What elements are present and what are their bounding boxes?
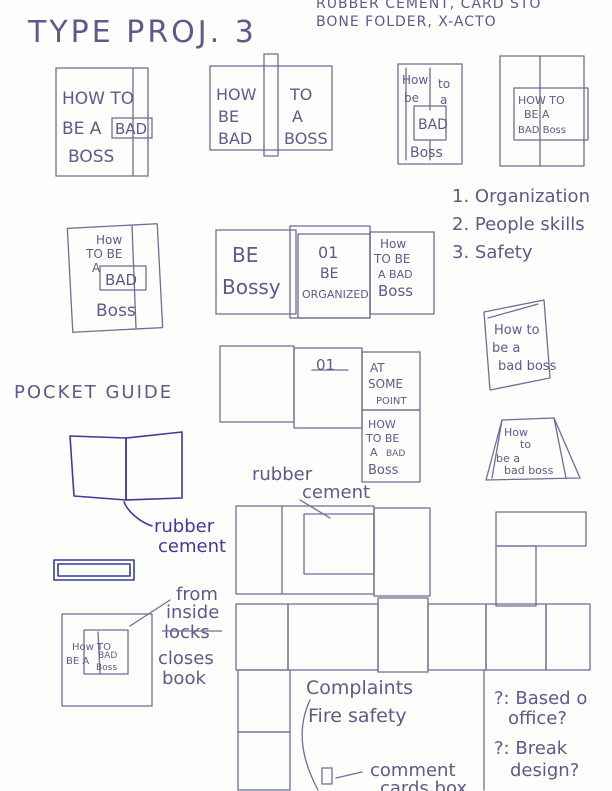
spread-p2a: 01	[318, 243, 338, 262]
pocket-h4: BAD	[386, 449, 405, 459]
cover-sketch-1: HOW TO BE A BAD BOSS	[55, 67, 153, 177]
cover2-right1: TO	[289, 85, 312, 104]
pocket-guide-book-sketch: rubber cement	[69, 431, 226, 557]
spread-p2b: BE	[320, 266, 338, 282]
pocket-h2: TO BE	[365, 432, 399, 445]
mini-book-line3: bad boss	[498, 359, 557, 374]
fire-safety-label: Fire safety	[308, 705, 407, 727]
cover3-r1: to	[438, 77, 450, 91]
pocket-at3: POINT	[376, 396, 407, 407]
pocket-at1: AT	[370, 361, 385, 375]
from-line3: locks	[164, 622, 210, 643]
from-line1: from	[176, 584, 218, 605]
cover2-left2: BE	[218, 107, 239, 126]
cover3-bad: BAD	[418, 117, 448, 133]
cover-sketch-5: How TO BE A BAD Boss	[66, 223, 164, 333]
pocket-num: 01	[316, 356, 335, 374]
complaints-label: Complaints	[306, 677, 413, 699]
cover4-line1: HOW TO	[518, 94, 565, 107]
pocket-h5: Boss	[368, 463, 399, 478]
cover1-line1: HOW TO	[62, 89, 134, 109]
cover1-line3: BOSS	[68, 147, 114, 167]
cover5-line3: A	[92, 261, 101, 275]
questions-note: ?: Based o office? ?: Break design?	[494, 688, 587, 781]
pocket-pages-sketch: 01 AT SOME POINT HOW TO BE A BAD Boss	[219, 345, 421, 483]
spread-p1b: Bossy	[222, 275, 281, 299]
from-line5: book	[162, 668, 206, 689]
list-item-2: 2. People skills	[452, 214, 585, 235]
rubber-cement-label-2b: cement	[302, 482, 370, 503]
spread-p3c: A BAD	[378, 268, 413, 281]
mini-book-line1: How to	[494, 323, 540, 338]
tent-line1: How	[504, 426, 528, 439]
tent-line3: be a	[496, 452, 520, 465]
spread-p1a: BE	[232, 243, 258, 267]
list-item-1: 1. Organization	[452, 186, 590, 207]
cover5-bad: BAD	[105, 271, 137, 289]
rubber-cement-label-1a: rubber	[154, 516, 215, 537]
spread-sketch: BE Bossy 01 BE ORGANIZED How TO BE A BAD…	[215, 225, 435, 319]
comment-label-2: cards box	[380, 778, 467, 791]
complaints-note: Complaints Fire safety comment cards box	[301, 677, 467, 791]
rubber-cement-label-2a: rubber	[252, 464, 313, 485]
cover3-r2: a	[440, 93, 447, 107]
question-2a: ?: Break	[494, 738, 568, 759]
small-cover-line4: Boss	[96, 663, 117, 673]
question-1a: ?: Based o	[494, 688, 587, 709]
cover2-right2: A	[292, 107, 303, 126]
cover5-line4: Boss	[96, 301, 136, 321]
tent-line2: to	[520, 438, 531, 451]
page-title: TYPE PROJ. 3	[27, 15, 257, 50]
mini-book-line2: be a	[492, 341, 520, 356]
small-cover-sketch: How TO BE A BAD Boss	[61, 613, 153, 707]
small-cover-line3: BAD	[98, 651, 117, 661]
spread-p3b: TO BE	[373, 252, 410, 266]
spread-p3a: How	[380, 237, 406, 251]
cover2-left3: BAD	[218, 129, 252, 148]
small-cover-line2: BE A	[66, 656, 89, 667]
flat-strip-sketch	[53, 559, 135, 581]
cover1-bad: BAD	[115, 120, 147, 138]
cover2-right3: BOSS	[284, 129, 328, 148]
question-2b: design?	[510, 760, 579, 781]
tent-line4: bad boss	[504, 464, 554, 477]
pocket-h3: A	[370, 446, 378, 459]
from-line2: inside	[166, 602, 219, 623]
cover-sketch-3: How be to a BAD Boss	[397, 63, 463, 165]
cover4-line3: BAD Boss	[518, 125, 566, 136]
cover-sketch-4: HOW TO BE A BAD Boss	[499, 55, 589, 167]
cover3-l1: How	[402, 73, 428, 87]
rubber-cement-label-1b: cement	[158, 536, 226, 557]
pocket-guide-label: POCKET GUIDE	[14, 382, 173, 403]
pocket-at2: SOME	[368, 377, 403, 391]
cover2-left1: HOW	[216, 85, 257, 104]
small-cover-line1: How TO	[72, 642, 111, 653]
cover3-bottom: Boss	[410, 145, 443, 161]
pocket-h1: HOW	[368, 418, 396, 431]
cover3-l2: be	[404, 91, 419, 105]
materials-line-1: RUBBER CEMENT, CARD STO	[316, 0, 541, 12]
from-inside-note: from inside locks closes book	[129, 584, 222, 689]
cover-sketch-2: HOW BE BAD TO A BOSS	[209, 53, 333, 157]
materials-line-2: BONE FOLDER, X-ACTO	[316, 14, 497, 30]
spread-p2c: ORGANIZED	[302, 288, 369, 301]
cover5-line1: How	[96, 233, 122, 247]
comment-label-1: comment	[370, 760, 456, 781]
list-item-3: 3. Safety	[452, 242, 533, 263]
from-line4: closes	[158, 648, 214, 669]
cover1-line2: BE A	[62, 119, 102, 139]
question-1b: office?	[508, 708, 567, 729]
mini-book-sketch: How to be a bad boss	[483, 299, 557, 391]
grid-layout-sketch	[235, 505, 591, 791]
cover5-line2: TO BE	[85, 247, 122, 261]
tent-sketch: How to be a bad boss	[485, 417, 581, 481]
spread-p3d: Boss	[378, 282, 413, 300]
cover4-line2: BE A	[524, 108, 550, 121]
